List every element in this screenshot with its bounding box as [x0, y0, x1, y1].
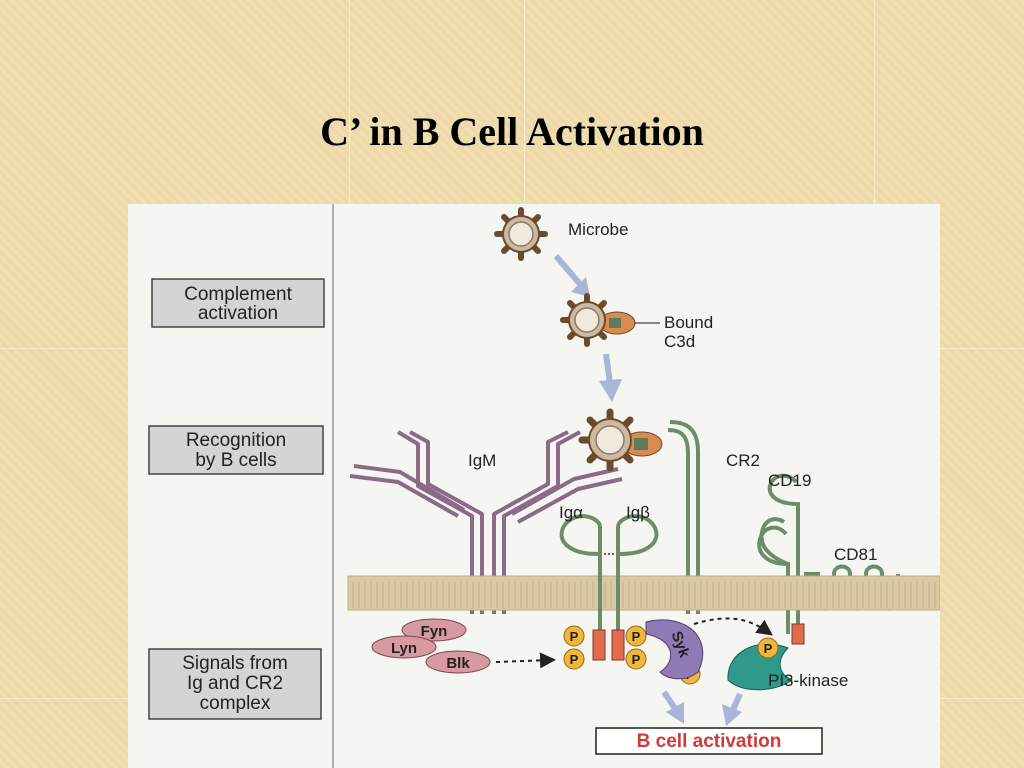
- cell-membrane: [347, 575, 940, 611]
- pi3k-label: PI3-kinase: [768, 671, 848, 690]
- cd19-label: CD19: [768, 471, 811, 490]
- signal-arrow: [495, 652, 556, 669]
- kinase-blk: Blk: [425, 650, 491, 674]
- phospho-label: P: [632, 629, 641, 644]
- stage-label: Complement: [184, 284, 292, 305]
- slide-title: C’ in B Cell Activation: [320, 109, 704, 154]
- flow-arrow: [722, 692, 743, 726]
- flow-arrow: [553, 254, 590, 297]
- fyn-label: Fyn: [421, 623, 448, 640]
- igm-receptor: [349, 430, 623, 614]
- ig-alpha-label: Igα: [559, 503, 583, 522]
- phospho-label: P: [632, 652, 641, 667]
- flow-arrow: [599, 353, 622, 402]
- stage-label: activation: [198, 303, 278, 324]
- outcome-box: B cell activation: [595, 727, 823, 755]
- microbe-icon: [494, 207, 548, 261]
- syk-kinase: Syk: [645, 619, 704, 680]
- bound-label: Bound: [664, 313, 713, 332]
- cr2-receptor: [667, 420, 700, 614]
- cr2-label: CR2: [726, 451, 760, 470]
- microbe-c3d-icon: [560, 293, 636, 347]
- phospho-label: P: [764, 641, 773, 656]
- itam-motifs: [592, 623, 805, 661]
- stage-label: Signals from: [182, 653, 288, 674]
- kinase-fyn: Fyn: [401, 618, 467, 642]
- bound-microbe-icon: [578, 408, 663, 472]
- ig-alpha-beta: [559, 514, 659, 646]
- ig-beta-label: Igβ: [626, 503, 650, 522]
- igm-label: IgM: [468, 451, 496, 470]
- b-cell-activation-figure: Complement activation Recognition by B c…: [128, 204, 940, 768]
- flow-arrow: [661, 690, 684, 724]
- kinase-lyn: Lyn: [371, 635, 437, 659]
- stage-label: by B cells: [195, 450, 276, 471]
- outcome-label: B cell activation: [637, 731, 782, 752]
- signal-arrow: [693, 617, 773, 636]
- stage-label: Recognition: [186, 430, 286, 451]
- stage-box-recognition: Recognition by B cells: [148, 425, 324, 475]
- phospho-label: P: [570, 629, 579, 644]
- cd81-label: CD81: [834, 545, 877, 564]
- stage-label: Ig and CR2: [187, 673, 283, 694]
- cd19-receptor: [757, 473, 800, 634]
- microbe-label: Microbe: [568, 220, 628, 239]
- stage-box-signals: Signals from Ig and CR2 complex: [148, 648, 322, 720]
- c3d-label: C3d: [664, 332, 695, 351]
- blk-label: Blk: [446, 655, 470, 672]
- lyn-label: Lyn: [391, 640, 417, 657]
- phospho-label: P: [570, 652, 579, 667]
- stage-label: complex: [200, 693, 271, 714]
- pi3-kinase: P: [727, 637, 793, 691]
- stage-box-complement-activation: Complement activation: [151, 278, 325, 328]
